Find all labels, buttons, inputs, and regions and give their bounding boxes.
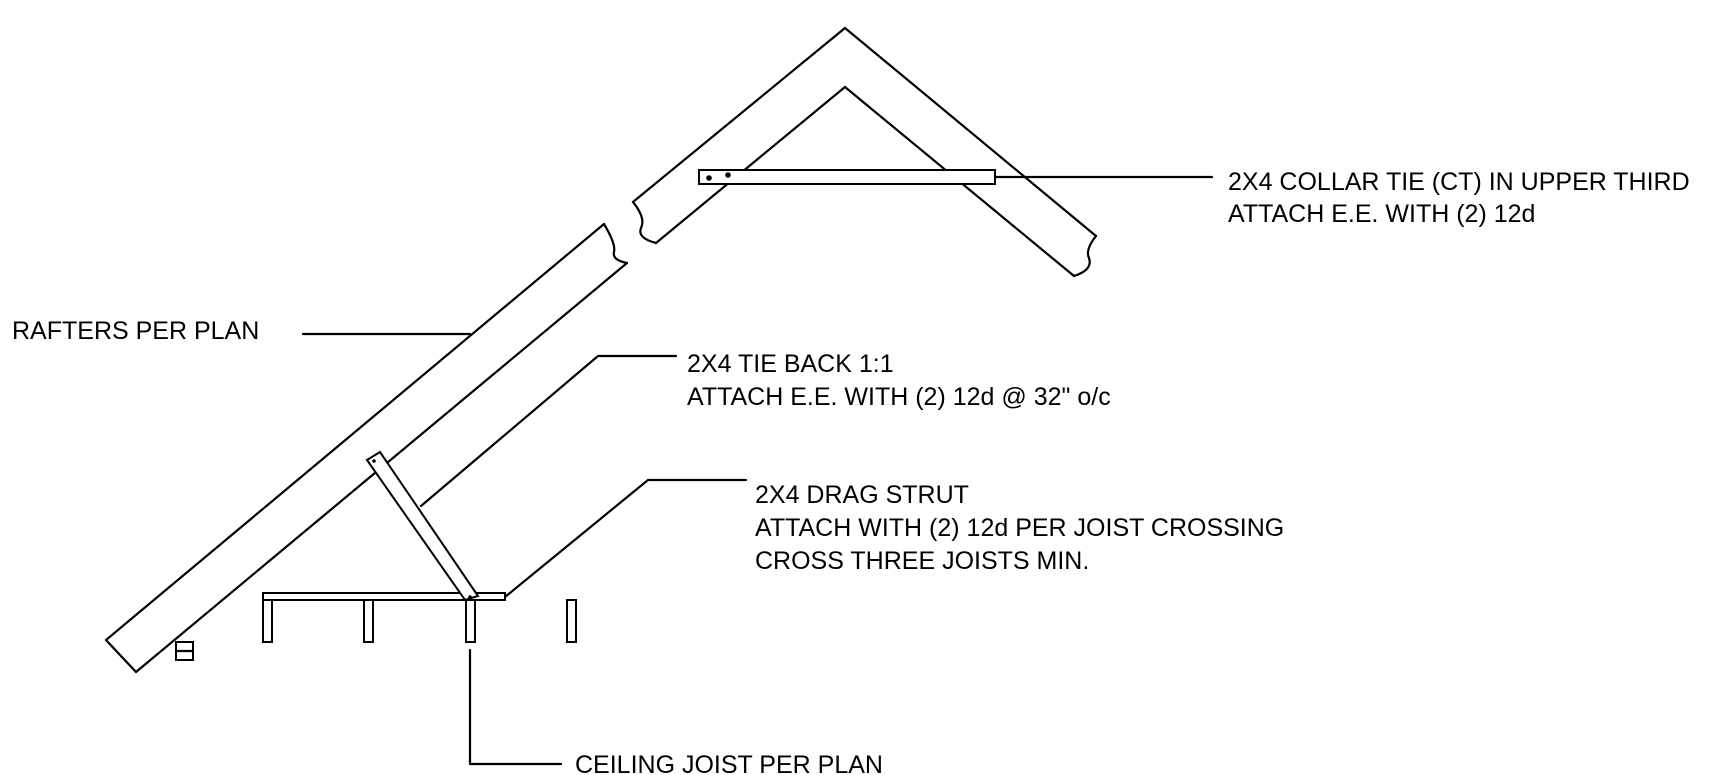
- ceiling-joist: [262, 599, 273, 643]
- label-rafters: RAFTERS PER PLAN: [12, 317, 259, 345]
- label-collar-tie-line1: 2X4 COLLAR TIE (CT) IN UPPER THIRD: [1228, 168, 1690, 196]
- ceiling-joist: [363, 599, 374, 643]
- leader-drag-strut: [503, 478, 748, 599]
- ceiling-joist: [465, 599, 476, 643]
- rafter-left-upper: [631, 26, 847, 245]
- ceiling-joists: [174, 599, 577, 661]
- leader-ceiling-joist: [468, 648, 563, 766]
- annotations: RAFTERS PER PLAN 2X4 TIE BACK 1:1 ATTACH…: [12, 168, 1690, 775]
- nail-mark: [372, 459, 376, 463]
- nail-mark: [468, 595, 472, 599]
- nail-mark: [725, 172, 731, 178]
- label-tie-back-line1: 2X4 TIE BACK 1:1: [687, 350, 894, 378]
- label-drag-strut-line1: 2X4 DRAG STRUT: [755, 481, 969, 509]
- label-tie-back-line2: ATTACH E.E. WITH (2) 12d @ 32" o/c: [687, 383, 1111, 411]
- label-collar-tie-line2: ATTACH E.E. WITH (2) 12d: [1228, 200, 1535, 228]
- tie-back-brace: [365, 450, 480, 602]
- leader-tie-back: [419, 354, 678, 508]
- collar-tie: [698, 169, 996, 185]
- label-drag-strut-line3: CROSS THREE JOISTS MIN.: [755, 547, 1089, 575]
- label-drag-strut-line2: ATTACH WITH (2) 12d PER JOIST CROSSING: [755, 514, 1284, 542]
- leader-lines: [301, 175, 1214, 766]
- label-ceiling-joist: CEILING JOIST PER PLAN: [575, 751, 883, 775]
- nail-mark: [706, 175, 712, 181]
- ceiling-joist: [566, 599, 577, 643]
- rafter-right: [843, 26, 1098, 278]
